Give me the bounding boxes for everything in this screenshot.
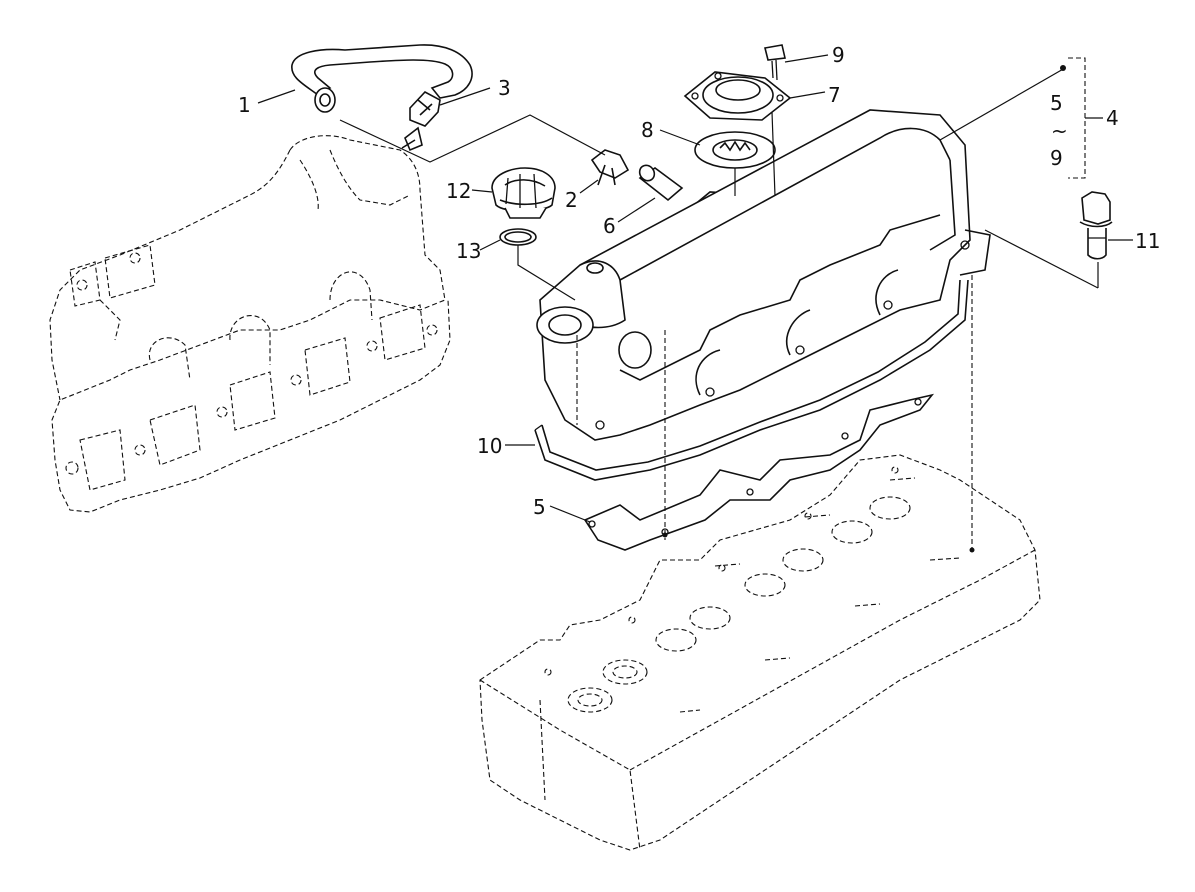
callout-8: 8 [641,118,654,142]
callout-9: 9 [832,43,845,67]
intake-manifold [49,135,451,513]
o-ring [499,228,537,246]
callout-11: 11 [1135,229,1160,253]
hose-clip [401,91,441,152]
callout-3: 3 [498,76,511,100]
callout-13: 13 [456,239,481,263]
flange-bolt [1079,191,1113,260]
breather-hose [291,44,473,113]
clamp [590,149,630,186]
screw [764,44,786,81]
callout-7: 7 [828,83,841,107]
diaphragm [694,131,776,169]
callout-10: 10 [477,434,502,458]
callout-5-group-tilde: ~ [1051,119,1068,143]
cover-gasket [534,279,969,481]
short-hose [638,164,684,202]
callout-5-group-top: 5 [1050,91,1063,115]
leader-lines [257,54,1133,553]
callout-6: 6 [603,214,616,238]
oil-filler-cap [491,167,556,219]
callout-4: 4 [1106,106,1119,130]
callout-1: 1 [238,93,251,117]
callout-12: 12 [446,179,471,203]
breather-cover [683,71,792,121]
callout-5: 5 [533,495,546,519]
cylinder-head [479,454,1041,851]
valve-cover [536,109,991,441]
callout-9-group-bottom: 9 [1050,146,1063,170]
callouts: 1 2 3 4 5 ~ 9 5 6 7 8 9 10 11 12 13 [238,43,1160,519]
callout-2: 2 [565,188,578,212]
